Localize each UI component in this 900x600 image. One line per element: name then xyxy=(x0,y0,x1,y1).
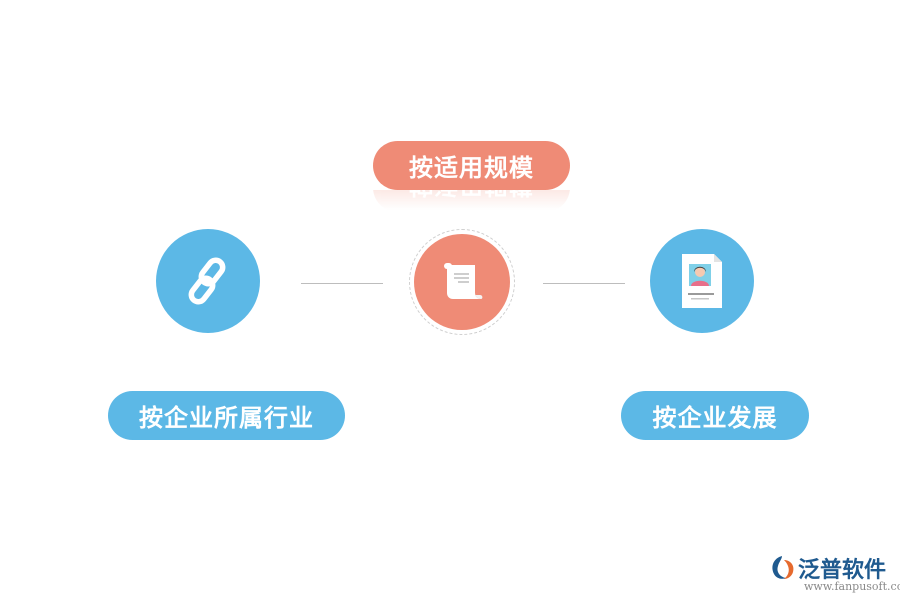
label-scale-text: 按适用规模 xyxy=(409,154,534,182)
label-pill-industry: 按企业所属行业 xyxy=(108,391,345,440)
scroll-icon xyxy=(444,263,483,299)
node-circle-scale xyxy=(414,234,510,330)
connector-line-right xyxy=(543,283,625,284)
connector-line-left xyxy=(301,283,383,284)
label-development-text: 按企业发展 xyxy=(652,404,778,432)
fanpu-logo: 泛普软件 www.fanpusoft.com xyxy=(768,552,900,596)
id-card-icon xyxy=(682,254,722,308)
label-pill-reflection: 按适用规模 xyxy=(373,190,570,212)
node-ring-scale xyxy=(409,229,515,335)
fanpu-logo-icon xyxy=(772,556,794,579)
link-chain-icon xyxy=(188,257,226,305)
label-pill-development: 按企业发展 xyxy=(621,391,809,440)
node-circle-industry xyxy=(156,229,260,333)
node-circle-development xyxy=(650,229,754,333)
label-reflection-text: 按适用规模 xyxy=(409,190,534,205)
logo-url-text: www.fanpusoft.com xyxy=(804,580,900,593)
label-industry-text: 按企业所属行业 xyxy=(139,404,314,432)
label-pill-scale: 按适用规模 xyxy=(373,141,570,190)
logo-name-text: 泛普软件 xyxy=(798,558,887,583)
